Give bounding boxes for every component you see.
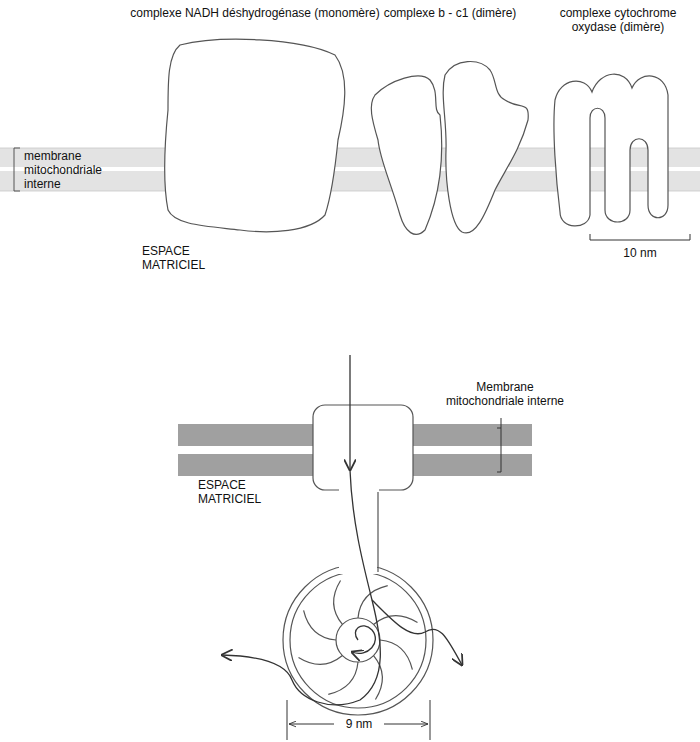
leader-line bbox=[501, 418, 502, 428]
rotor-blade bbox=[380, 640, 412, 670]
scale-label: 10 nm bbox=[600, 246, 680, 260]
membrane-band bbox=[0, 148, 700, 191]
protein-complex: complexe b - c1 (dimère) bbox=[365, 6, 535, 240]
complex-label: complexe NADH déshydrogénase (monomère) bbox=[128, 6, 382, 20]
membrane-bracket bbox=[14, 148, 20, 191]
complex-label: complexe b - c1 (dimère) bbox=[365, 6, 535, 20]
rotor-blade bbox=[299, 656, 343, 665]
scale-bar bbox=[590, 234, 690, 240]
proton-path bbox=[222, 355, 462, 705]
region-label: ESPACE MATRICIEL bbox=[142, 244, 222, 272]
membrane-label: membrane mitochondriale interne bbox=[24, 149, 142, 191]
protein-complex: complexe cytochrome oxydase (dimère) bbox=[540, 6, 696, 232]
rotor-hub bbox=[336, 618, 380, 662]
rotor-blade bbox=[304, 610, 336, 640]
protein-complex: complexe NADH déshydrogénase (monomère) bbox=[128, 6, 382, 238]
complex-outline bbox=[540, 6, 696, 232]
membrane-label: Membrane mitochondriale interne bbox=[440, 380, 570, 408]
dimension-line bbox=[287, 700, 430, 740]
complex-label: complexe cytochrome oxydase (dimère) bbox=[540, 6, 696, 34]
membrane-bracket bbox=[497, 428, 501, 472]
rotor-blade bbox=[374, 656, 383, 700]
region-label: ESPACE MATRICIEL bbox=[198, 478, 278, 506]
rotor-blade bbox=[334, 581, 343, 625]
dimension-label: 9 nm bbox=[334, 716, 384, 732]
rotor-blade bbox=[328, 662, 358, 694]
atp-synthase bbox=[283, 405, 433, 715]
complex-outline bbox=[365, 6, 535, 240]
complex-outline bbox=[128, 6, 382, 238]
